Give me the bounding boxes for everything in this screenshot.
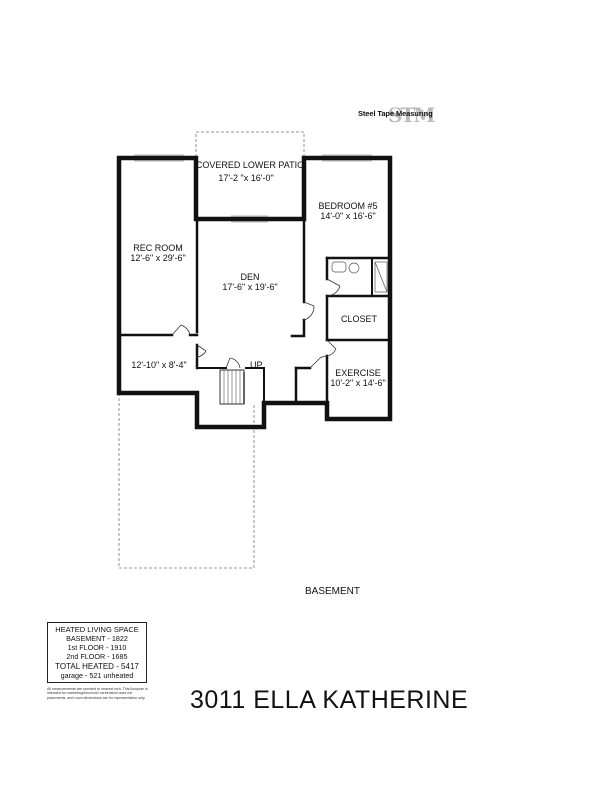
stairs (219, 369, 245, 405)
area-legend: HEATED LIVING SPACE BASEMENT - 1822 1st … (47, 622, 147, 683)
bath-fixtures (331, 261, 388, 293)
legend-1st-floor: 1st FLOOR - 1910 (67, 643, 127, 652)
property-address: 3011 ELLA KATHERINE (190, 686, 469, 714)
logo-text: Steel Tape Measuring (358, 109, 433, 118)
walls (116, 155, 393, 430)
garage-outline (118, 393, 255, 569)
windows (134, 154, 372, 223)
disclaimer: All measurements are rounded to nearest … (47, 687, 148, 700)
patio-name: COVERED LOWER PATIO (196, 160, 304, 170)
room-labels: COVERED LOWER PATIO 17'-2 "x 16'-0" BEDR… (130, 160, 385, 388)
storage-dims: 12'-10" x 8'-4" (131, 360, 186, 370)
rec-room-name: REC ROOM (133, 243, 183, 253)
legend-title: HEATED LIVING SPACE (55, 625, 139, 634)
den-dims: 17'-6" x 19'-6" (222, 282, 277, 292)
bedroom5-dims: 14'-0" x 16'-6" (320, 211, 375, 221)
legend-2nd-floor: 2nd FLOOR - 1685 (66, 652, 128, 661)
doors (171, 278, 341, 369)
exercise-name: EXERCISE (335, 368, 381, 378)
patio-outline (195, 131, 305, 160)
legend-basement: BASEMENT - 1822 (66, 634, 128, 643)
closet-name: CLOSET (341, 314, 378, 324)
legend-total: TOTAL HEATED - 5417 (55, 662, 139, 671)
rec-room-dims: 12'-6" x 29'-6" (130, 253, 185, 263)
patio-dims: 17'-2 "x 16'-0" (218, 173, 273, 183)
logo-mark: STM (388, 103, 435, 127)
exercise-dims: 10'-2" x 14'-6" (330, 378, 385, 388)
stm-logo: STM Steel Tape Measuring (358, 103, 448, 129)
floor-label: BASEMENT (305, 586, 361, 597)
bedroom5-name: BEDROOM #5 (318, 201, 377, 211)
stairs-up-label: UP (250, 360, 263, 370)
legend-garage: garage - 521 unheated (60, 671, 134, 680)
den-name: DEN (240, 272, 259, 282)
